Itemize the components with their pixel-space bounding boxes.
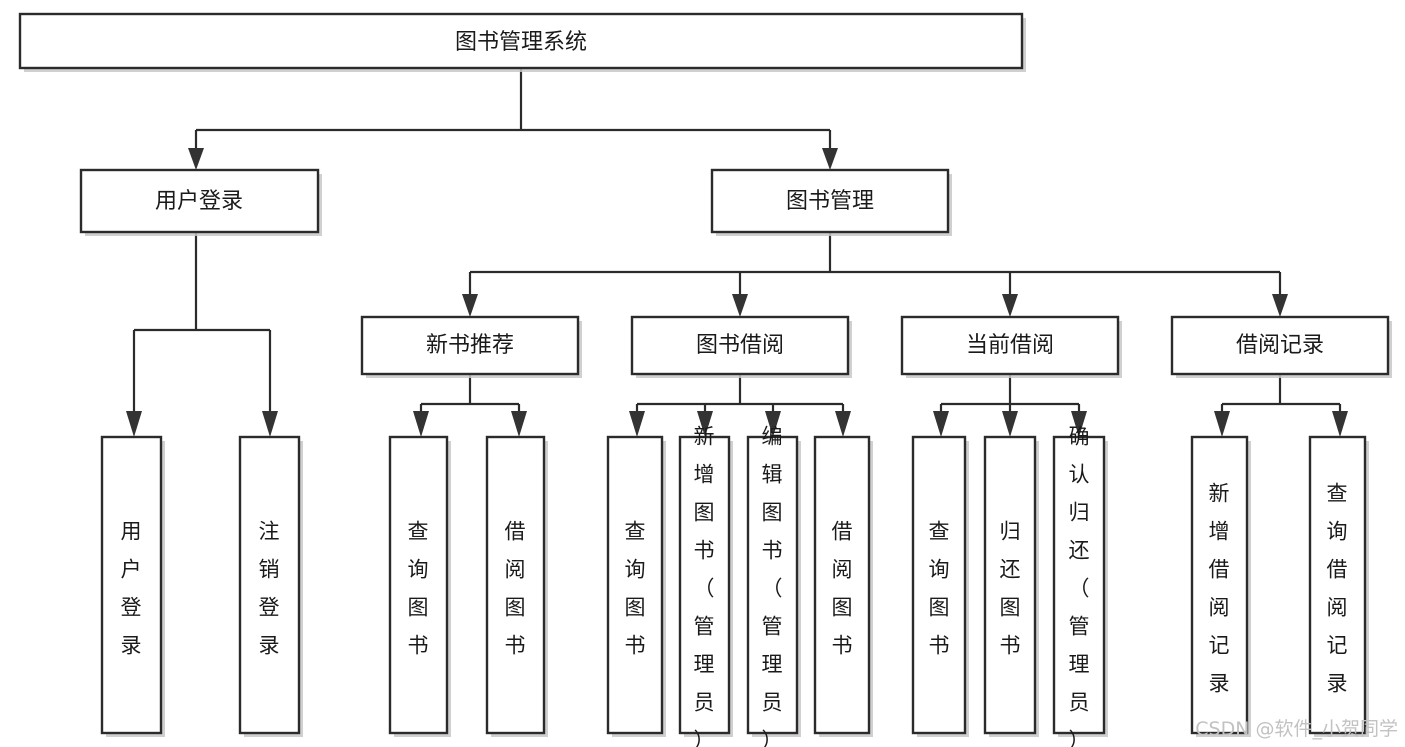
node-leaf-return-book[interactable]: 归还图书 — [983, 435, 1039, 737]
arrow-head-leaf-query-book-2 — [629, 411, 645, 437]
arrow-head-leaf-add-book — [697, 411, 713, 437]
arrow-head-leaf-edit-book — [765, 411, 781, 437]
arrow-head-leaf-query-book-1 — [413, 411, 429, 437]
node-book-management[interactable]: 图书管理 — [710, 168, 952, 236]
node-leaf-query-book-3-box[interactable] — [911, 435, 967, 735]
node-leaf-query-book-2-label: 查询图书 — [625, 520, 646, 658]
node-leaf-borrow-book-1-box[interactable] — [485, 435, 546, 735]
arrow-head-book-mgmt — [822, 148, 838, 170]
arrow-head-leaf-borrow-book-1 — [511, 411, 527, 437]
arrow-head-leaf-query-book-3 — [933, 411, 949, 437]
node-current-borrow-box[interactable] — [900, 315, 1120, 376]
node-leaf-add-record-label: 新增借阅记录 — [1209, 482, 1230, 696]
node-borrow-record[interactable]: 借阅记录 — [1170, 315, 1392, 378]
arrow-head-user-login — [188, 148, 204, 170]
node-leaf-user-login-label: 用户登录 — [121, 520, 142, 658]
node-leaf-borrow-book-2-box[interactable] — [813, 435, 871, 735]
node-leaf-edit-book-label: 编辑图书（管理员） — [762, 425, 783, 747]
node-leaf-query-book-1-label: 查询图书 — [408, 520, 429, 658]
node-leaf-query-record-label: 查询借阅记录 — [1327, 482, 1348, 696]
node-leaf-query-record[interactable]: 查询借阅记录 — [1308, 435, 1369, 737]
node-leaf-confirm-return[interactable]: 确认归还（管理员） — [1052, 425, 1108, 747]
node-leaf-return-book-label: 归还图书 — [1000, 520, 1021, 658]
arrow-head-leaf-add-record — [1214, 411, 1230, 437]
arrow-head-leaf-user-logout — [262, 411, 278, 437]
arrow-head-current — [1002, 294, 1018, 317]
node-leaf-query-record-box[interactable] — [1308, 435, 1367, 735]
node-book-borrow-box[interactable] — [630, 315, 850, 376]
node-leaf-confirm-return-box[interactable] — [1052, 435, 1106, 735]
node-new-book-recommend-label: 新书推荐 — [426, 333, 514, 358]
node-leaf-add-book-box[interactable] — [678, 435, 731, 735]
node-root-label: 图书管理系统 — [455, 30, 587, 55]
node-root-box[interactable] — [18, 12, 1024, 70]
node-leaf-user-logout[interactable]: 注销登录 — [238, 435, 303, 737]
arrow-head-leaf-query-record — [1332, 411, 1348, 437]
node-user-login-label: 用户登录 — [155, 189, 243, 214]
node-leaf-query-book-2[interactable]: 查询图书 — [606, 435, 666, 737]
node-leaf-add-record[interactable]: 新增借阅记录 — [1190, 435, 1251, 737]
node-leaf-edit-book[interactable]: 编辑图书（管理员） — [746, 425, 801, 747]
node-book-borrow-label: 图书借阅 — [696, 333, 784, 358]
node-leaf-query-book-3[interactable]: 查询图书 — [911, 435, 969, 737]
node-user-login[interactable]: 用户登录 — [79, 168, 322, 236]
node-leaf-borrow-book-1-label: 借阅图书 — [505, 520, 526, 658]
node-leaf-edit-book-box[interactable] — [746, 435, 799, 735]
node-book-management-box[interactable] — [710, 168, 950, 234]
node-leaf-user-login-box[interactable] — [100, 435, 163, 735]
node-book-management-label: 图书管理 — [786, 189, 874, 214]
node-leaf-add-book-label: 新增图书（管理员） — [694, 425, 715, 747]
node-leaf-query-book-1-box[interactable] — [388, 435, 449, 735]
node-new-book-recommend[interactable]: 新书推荐 — [360, 315, 582, 378]
arrow-head-newbook — [462, 294, 478, 317]
node-leaf-borrow-book-2-label: 借阅图书 — [832, 520, 853, 658]
node-leaf-query-book-2-box[interactable] — [606, 435, 664, 735]
node-borrow-record-box[interactable] — [1170, 315, 1390, 376]
node-borrow-record-label: 借阅记录 — [1236, 333, 1324, 358]
node-leaf-borrow-book-2[interactable]: 借阅图书 — [813, 435, 873, 737]
arrow-head-leaf-return-book — [1002, 411, 1018, 437]
arrow-head-leaf-user-login — [126, 411, 142, 437]
node-leaf-add-record-box[interactable] — [1190, 435, 1249, 735]
node-current-borrow-label: 当前借阅 — [966, 333, 1054, 358]
node-leaf-borrow-book-1[interactable]: 借阅图书 — [485, 435, 548, 737]
arrow-head-record — [1272, 294, 1288, 317]
node-book-borrow[interactable]: 图书借阅 — [630, 315, 852, 378]
arrow-head-leaf-confirm-return — [1071, 411, 1087, 437]
node-leaf-user-logout-box[interactable] — [238, 435, 301, 735]
arrow-head-borrow — [732, 294, 748, 317]
node-new-book-recommend-box[interactable] — [360, 315, 580, 376]
node-leaf-confirm-return-label: 确认归还（管理员） — [1069, 425, 1090, 747]
arrow-head-leaf-borrow-book-2 — [835, 411, 851, 437]
node-leaf-add-book[interactable]: 新增图书（管理员） — [678, 425, 733, 747]
node-user-login-box[interactable] — [79, 168, 320, 234]
node-leaf-user-logout-label: 注销登录 — [259, 520, 280, 658]
node-leaf-query-book-1[interactable]: 查询图书 — [388, 435, 451, 737]
node-leaf-user-login[interactable]: 用户登录 — [100, 435, 165, 737]
node-root[interactable]: 图书管理系统 — [18, 12, 1026, 72]
node-leaf-query-book-3-label: 查询图书 — [929, 520, 950, 658]
csdn-watermark: CSDN @软件_小贺同学 — [1195, 718, 1398, 740]
connector-group — [126, 68, 1348, 437]
node-current-borrow[interactable]: 当前借阅 — [900, 315, 1122, 378]
node-leaf-return-book-box[interactable] — [983, 435, 1037, 735]
